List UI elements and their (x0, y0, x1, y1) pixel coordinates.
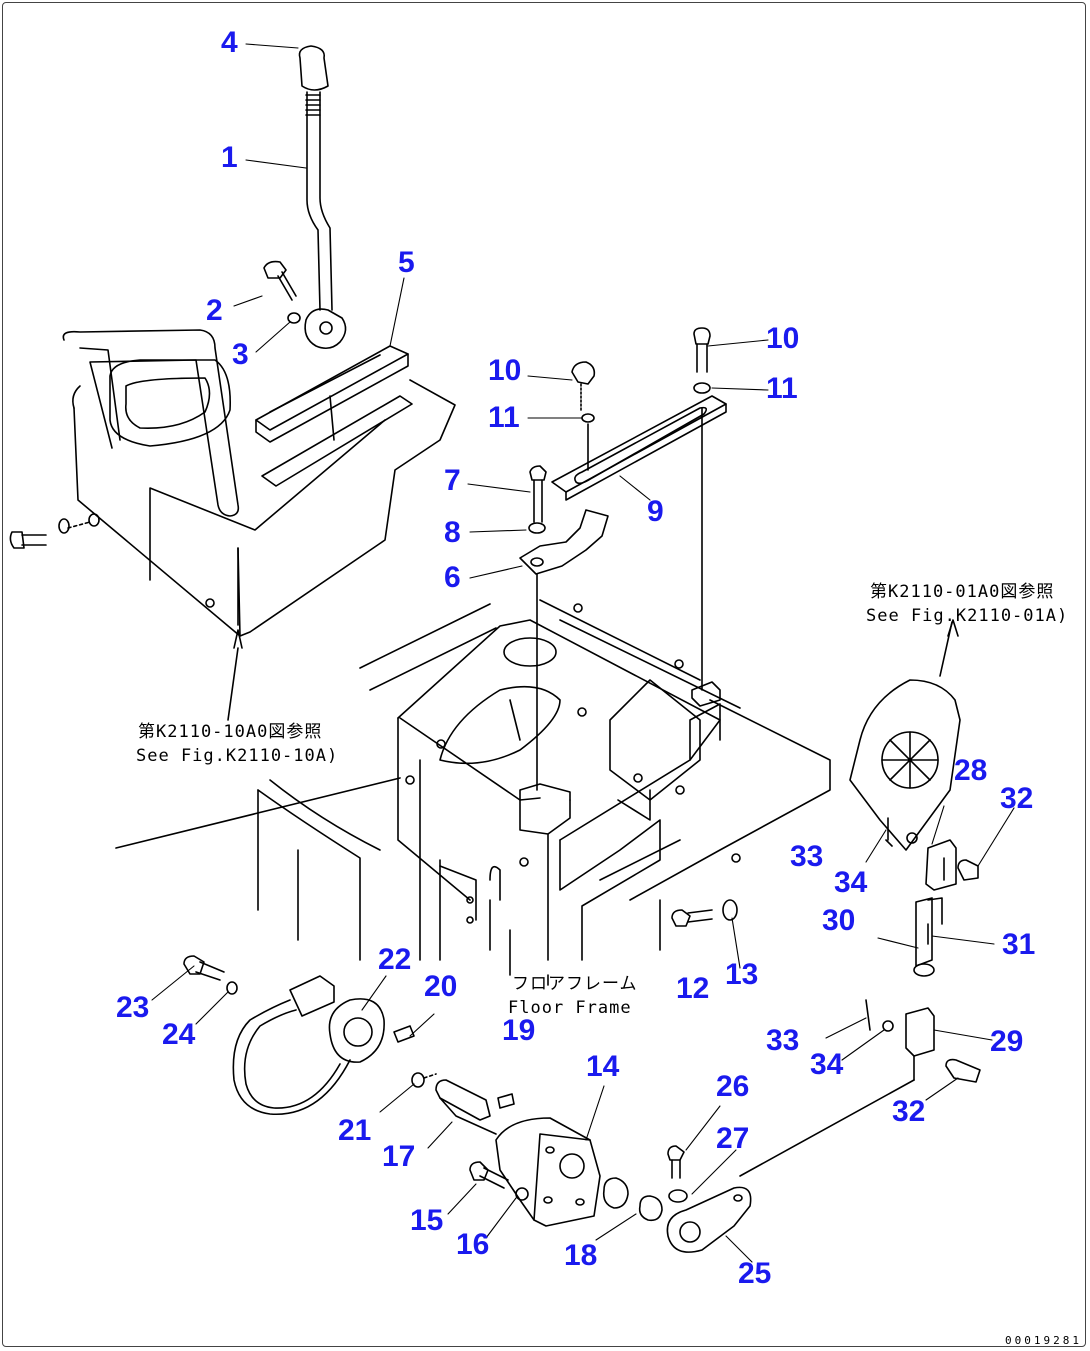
callout-34-lower: 34 (810, 1048, 844, 1081)
callout-30: 30 (822, 904, 856, 937)
callout-7: 7 (444, 464, 461, 497)
callout-11-right: 11 (766, 372, 798, 405)
callout-25: 25 (738, 1257, 772, 1290)
callout-11-left: 11 (488, 401, 520, 434)
callout-28: 28 (954, 754, 988, 787)
leader-lines (151, 43, 1015, 1263)
callout-34-upper: 34 (834, 866, 868, 899)
bolt-washer-top (263, 260, 301, 324)
callout-4: 4 (221, 26, 238, 59)
callout-24: 24 (162, 1018, 196, 1051)
callout-14: 14 (586, 1050, 620, 1083)
ref-seat-jp: 第K2110-10A0図参照 (138, 722, 323, 742)
callout-17: 17 (382, 1140, 416, 1173)
callout-3: 3 (232, 338, 249, 371)
floor-frame-en: Floor Frame (508, 998, 632, 1018)
callout-19: 19 (502, 1014, 536, 1047)
callout-29: 29 (990, 1025, 1024, 1058)
console-box (9, 329, 456, 721)
callout-32-lower: 32 (892, 1095, 926, 1128)
callout-16: 16 (456, 1228, 490, 1261)
floor-frame-jp: フロアフレーム (512, 974, 638, 994)
lower-linkage (183, 955, 752, 1253)
callout-18: 18 (564, 1239, 598, 1272)
upper-right-component (739, 619, 981, 1177)
callout-10-right: 10 (766, 322, 800, 355)
callout-10-left: 10 (488, 354, 522, 387)
ref-pedal-en: See Fig.K2110-01A) (866, 606, 1069, 626)
floor-frame (115, 599, 831, 986)
callout-27: 27 (716, 1122, 750, 1155)
callout-21: 21 (338, 1114, 372, 1147)
document-id: 00019281 (1005, 1334, 1082, 1347)
callout-31: 31 (1002, 928, 1036, 961)
callout-13: 13 (725, 958, 759, 991)
callout-20: 20 (424, 970, 458, 1003)
callout-23: 23 (116, 991, 150, 1024)
callout-1: 1 (221, 141, 238, 174)
slotted-plate (551, 327, 727, 691)
lever-assembly (298, 45, 347, 350)
callout-5: 5 (398, 246, 415, 279)
callout-6: 6 (444, 561, 461, 594)
callout-33-upper: 33 (790, 840, 824, 873)
callout-32-upper: 32 (1000, 782, 1034, 815)
callout-33-lower: 33 (766, 1024, 800, 1057)
callout-9: 9 (647, 495, 664, 528)
callout-15: 15 (410, 1204, 444, 1237)
ref-seat-en: See Fig.K2110-10A) (136, 746, 339, 766)
callout-8: 8 (444, 516, 461, 549)
bracket-assembly (519, 465, 609, 791)
callout-26: 26 (716, 1070, 750, 1103)
callout-22: 22 (378, 943, 412, 976)
callout-12: 12 (676, 972, 710, 1005)
callout-2: 2 (206, 294, 223, 327)
ref-pedal-jp: 第K2110-01A0図参照 (870, 582, 1055, 602)
